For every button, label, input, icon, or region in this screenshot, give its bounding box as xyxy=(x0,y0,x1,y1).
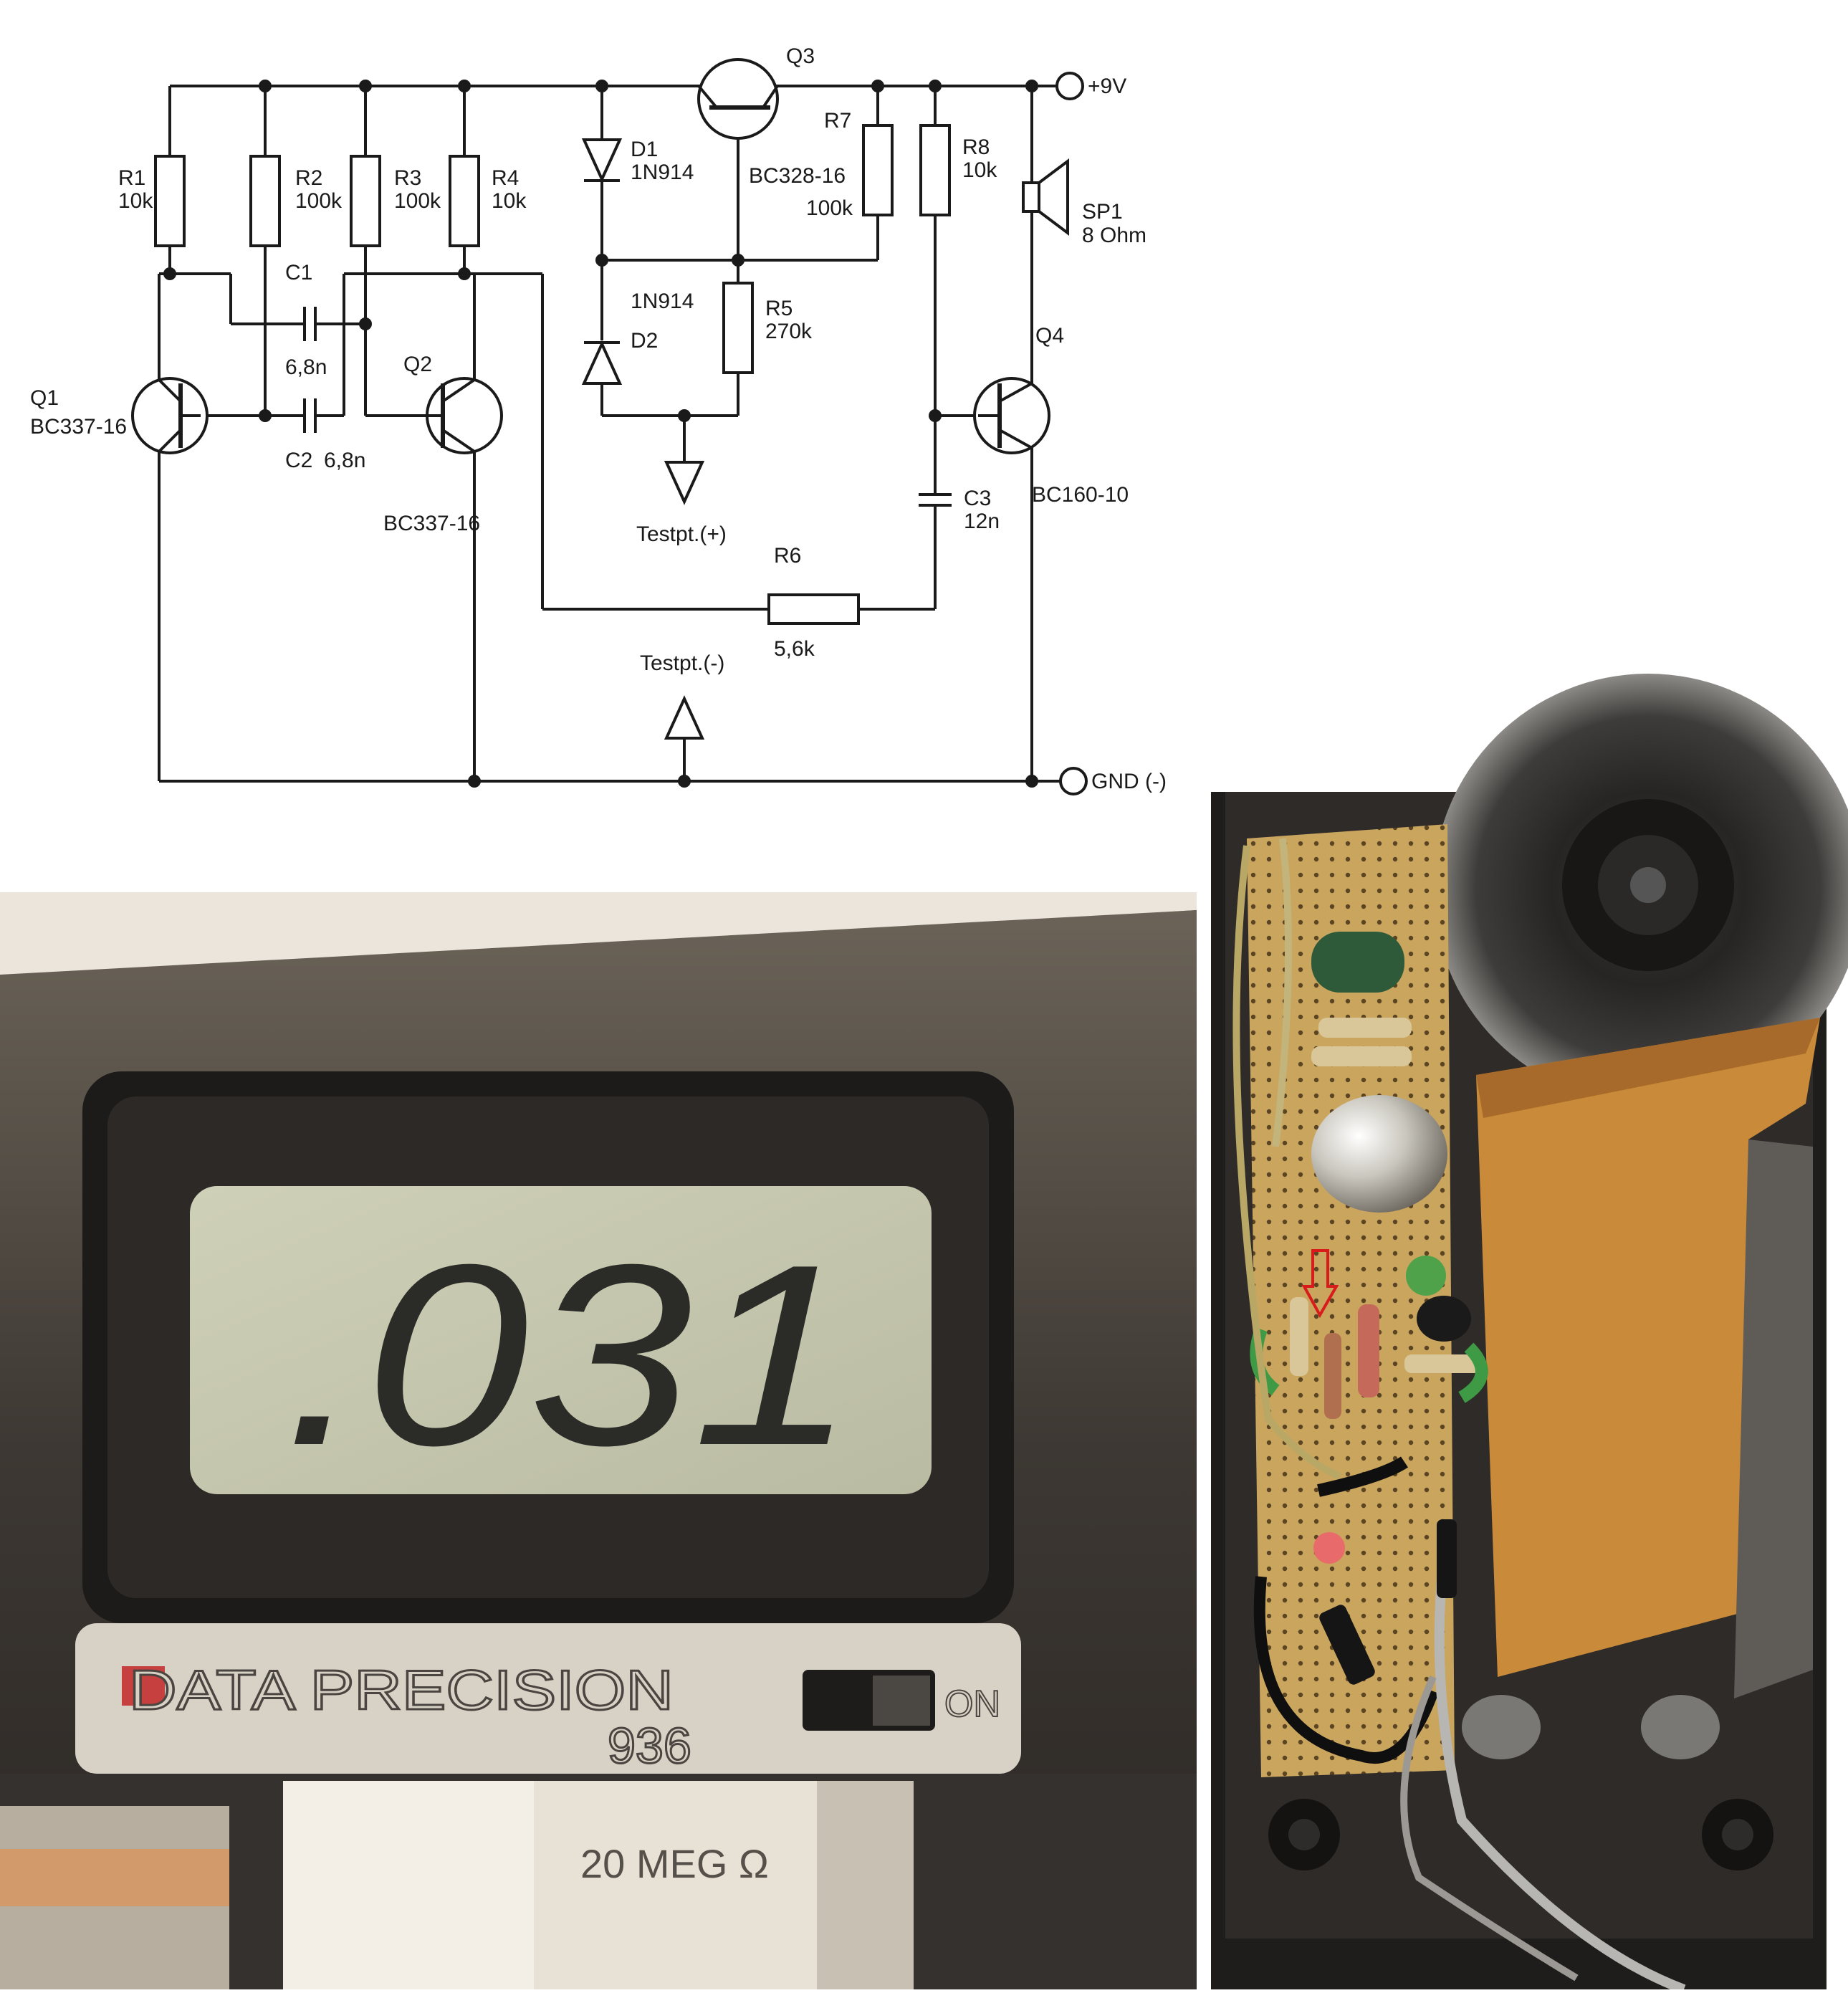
brand-logo-mark xyxy=(122,1666,165,1706)
vplus-terminal xyxy=(1055,72,1084,100)
c1-value: 6,8n xyxy=(285,355,327,379)
testpoint-minus-label: Testpt.(-) xyxy=(640,651,724,675)
resistor-d xyxy=(1324,1333,1341,1419)
lcd-screen xyxy=(190,1186,932,1494)
tape xyxy=(1476,1018,1820,1677)
q3-value: BC328-16 xyxy=(749,164,846,188)
schematic xyxy=(131,58,1088,795)
r2-value: 100k xyxy=(295,189,343,213)
q3-transistor xyxy=(697,58,779,140)
q1-transistor xyxy=(131,377,209,454)
circuit-photo xyxy=(1211,674,1848,1993)
c2-name: C2 xyxy=(285,449,312,472)
range-label: 20 MEG Ω xyxy=(580,1841,769,1886)
r8-resistor xyxy=(919,124,951,216)
testpoint-minus-symbol xyxy=(664,695,705,740)
resistor-e xyxy=(1290,1297,1308,1376)
q4-name: Q4 xyxy=(1035,324,1064,348)
r8-name: R8 xyxy=(962,135,990,159)
resistor-f xyxy=(1404,1354,1483,1373)
brand-plate xyxy=(75,1623,1021,1774)
meter-model: 936 xyxy=(608,1718,691,1774)
r1-resistor xyxy=(154,155,186,247)
d2-diode xyxy=(581,340,623,385)
junction-dots xyxy=(163,80,1038,788)
r3-resistor xyxy=(350,155,381,247)
red-led xyxy=(1313,1532,1345,1564)
diode-black xyxy=(1319,1605,1375,1685)
c2-value: 6,8n xyxy=(324,449,365,472)
r1-name: R1 xyxy=(118,166,145,190)
meter-brand: DATA PRECISION xyxy=(129,1658,674,1721)
green-cap-small xyxy=(1406,1256,1446,1296)
r6-value: 5,6k xyxy=(774,637,815,661)
d1-value: 1N914 xyxy=(631,161,694,184)
speaker-name: SP1 xyxy=(1082,200,1123,224)
vplus-label: +9V xyxy=(1088,75,1126,98)
speaker-value: 8 Ohm xyxy=(1082,224,1146,247)
q3-name: Q3 xyxy=(786,44,815,68)
r8-value: 10k xyxy=(962,158,997,182)
diode-lower xyxy=(1437,1519,1457,1598)
gnd-label: GND (-) xyxy=(1091,770,1167,793)
gnd-terminal xyxy=(1059,767,1088,795)
lcd-reading: .031 xyxy=(283,1211,856,1499)
power-switch-label: ON xyxy=(944,1683,1000,1725)
r5-name: R5 xyxy=(765,297,793,320)
r4-name: R4 xyxy=(492,166,519,190)
q1-name: Q1 xyxy=(30,386,59,410)
transistor-can xyxy=(1311,1095,1447,1213)
green-capacitor xyxy=(1311,932,1404,993)
d2-value: 1N914 xyxy=(631,290,694,313)
resistor-a xyxy=(1318,1018,1412,1038)
multimeter-photo: .031 DATA PRECISION 936 ON 20 MEG Ω xyxy=(0,892,1197,1989)
r1-value: 10k xyxy=(118,189,153,213)
q2-name: Q2 xyxy=(403,353,432,376)
r4-resistor xyxy=(449,155,480,247)
speaker-cone xyxy=(1038,158,1069,236)
q2-value: BC337-16 xyxy=(383,512,480,535)
d1-name: D1 xyxy=(631,138,658,161)
r5-resistor xyxy=(722,282,754,374)
schematic-labels: +9V GND (-) R1 10k R2 100k R3 100k R4 10… xyxy=(30,44,1167,793)
testpoint-plus-label: Testpt.(+) xyxy=(636,522,727,546)
r2-name: R2 xyxy=(295,166,322,190)
q4-value: BC160-10 xyxy=(1032,483,1129,507)
c3-value: 12n xyxy=(964,510,1000,533)
q1-value: BC337-16 xyxy=(30,415,127,439)
r2-resistor xyxy=(249,155,281,247)
r4-value: 10k xyxy=(492,189,527,213)
testpoint-plus-symbol xyxy=(664,461,705,505)
speaker-body xyxy=(1022,181,1040,213)
d1-diode xyxy=(581,138,623,183)
r3-name: R3 xyxy=(394,166,421,190)
resistor-c xyxy=(1358,1304,1379,1397)
c3-name: C3 xyxy=(964,487,991,510)
q4-transistor xyxy=(973,377,1050,454)
d2-name: D2 xyxy=(631,329,658,353)
r6-name: R6 xyxy=(774,544,801,568)
small-transistor xyxy=(1417,1296,1471,1342)
resistor-b xyxy=(1311,1046,1412,1066)
r5-value: 270k xyxy=(765,320,813,343)
r6-resistor xyxy=(767,593,860,625)
red-arrow-marker xyxy=(1301,1249,1339,1319)
r7-value: 100k xyxy=(806,196,853,220)
r7-name: R7 xyxy=(824,109,851,133)
c1-name: C1 xyxy=(285,261,312,285)
r3-value: 100k xyxy=(394,189,441,213)
r7-resistor xyxy=(862,124,894,216)
